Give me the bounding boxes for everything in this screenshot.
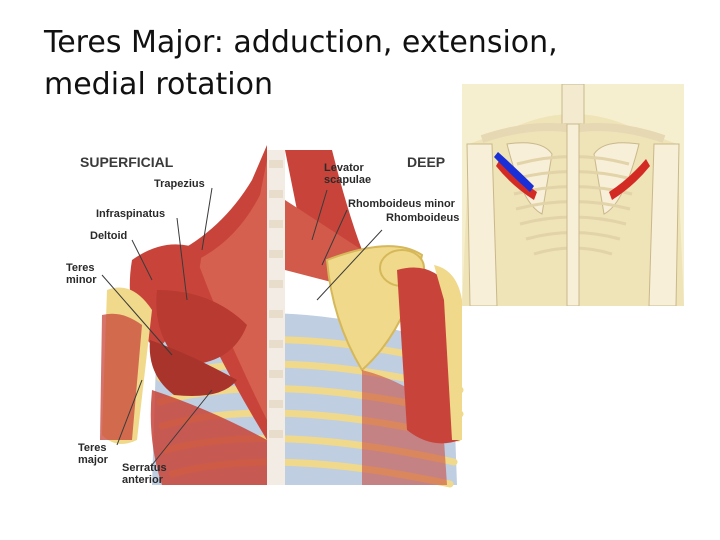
title-line-2: medial rotation bbox=[44, 67, 273, 102]
trapezius-label: Trapezius bbox=[154, 178, 205, 190]
serratus-label-line1: Serratus bbox=[122, 462, 167, 474]
cervical-spine bbox=[561, 84, 585, 125]
rhomboideus-minor-label: Rhomboideus minor bbox=[348, 198, 455, 210]
deltoid-label: Deltoid bbox=[90, 230, 128, 242]
teres-major-label-line2: major bbox=[78, 454, 108, 466]
slide-title: Teres Major: adduction, extension, media… bbox=[44, 22, 664, 106]
skeleton-drawing bbox=[462, 84, 684, 306]
serratus-label-line2: anterior bbox=[122, 474, 163, 486]
teres-major-label-line1: Teres bbox=[78, 442, 107, 454]
title-line-1: Teres Major: adduction, extension, bbox=[44, 25, 558, 60]
right-scapula bbox=[593, 142, 640, 215]
levator-label-line2: scapulae bbox=[324, 174, 372, 186]
back-muscles-drawing bbox=[100, 145, 464, 488]
teres-major-highlight-right bbox=[609, 159, 650, 200]
teres-minor-label-line2: minor bbox=[66, 274, 97, 286]
right-arm-bone bbox=[648, 143, 680, 306]
deep-label: DEEP bbox=[407, 154, 446, 170]
back-muscles-illustration: SUPERFICIAL DEEP Trapezius Infraspinatus… bbox=[62, 140, 522, 490]
superficial-label: SUPERFICIAL bbox=[80, 154, 174, 170]
teres-minor-label-line1: Teres bbox=[66, 262, 95, 274]
infraspinatus-label: Infraspinatus bbox=[96, 208, 166, 220]
skeleton-teres-highlight-panel bbox=[462, 84, 684, 306]
latissimus-muscle bbox=[150, 390, 267, 485]
serratus-anterior-muscle bbox=[362, 370, 447, 485]
levator-label-line1: Levator bbox=[324, 162, 364, 174]
teres-minor-highlight-left bbox=[494, 152, 534, 192]
thoracic-spine bbox=[566, 123, 580, 306]
infraspinatus-muscle bbox=[156, 290, 247, 365]
rhomboideus-major-label: Rhomboideus bbox=[386, 212, 460, 224]
left-arm-bone bbox=[466, 143, 498, 306]
